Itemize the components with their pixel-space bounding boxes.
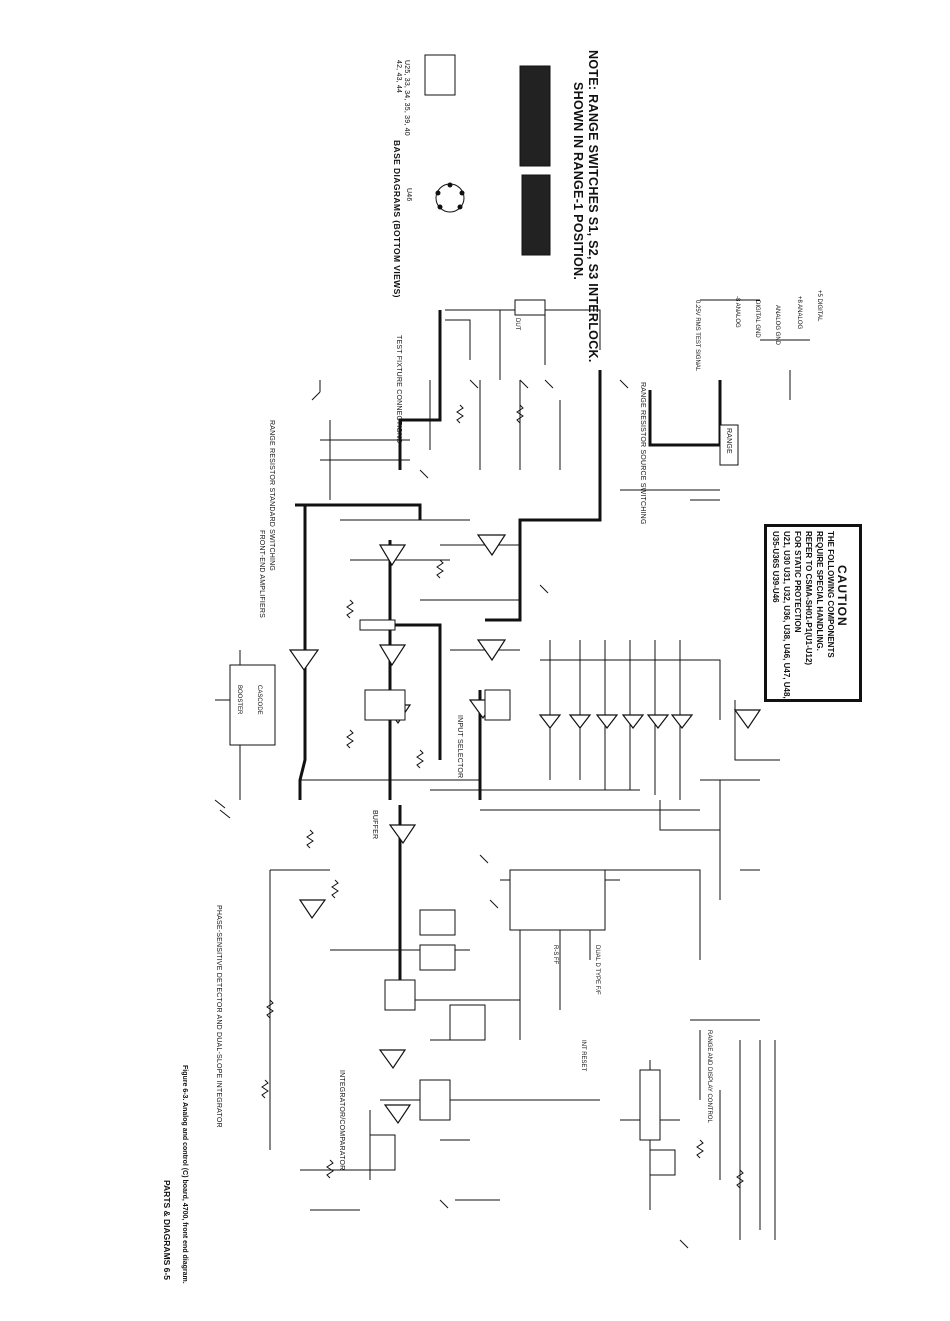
base-ic-list-2: 42, 43, 44 <box>395 60 402 94</box>
range-resistor-standard-label: RANGE RESISTOR STANDARD SWITCHING <box>268 420 275 572</box>
caution-line-5: U21, U30 U31, U32, U36, U38, U46, U47, U… <box>782 531 791 699</box>
caution-line-2: REQUIRE SPECIAL HANDLING. <box>815 531 824 651</box>
caution-box <box>764 524 862 702</box>
caution-line-1: THE FOLLOWING COMPONENTS <box>826 531 835 658</box>
caution-line-4: FOR STATIC PROTECTION <box>793 531 802 633</box>
digital-gnd-label: DIGITAL GND <box>754 300 760 338</box>
range-display-control-label: RANGE AND DISPLAY CONTROL <box>706 1030 712 1123</box>
note-line-2: SHOWN IN RANGE-1 POSITION. <box>571 82 585 281</box>
cascode-label: CASCODE <box>256 685 262 715</box>
analog-gnd-label: ANALOG GND <box>774 305 780 346</box>
u46-label: U46 <box>405 188 412 202</box>
plus5-digital-label: +5 DIGITAL <box>816 290 822 322</box>
minus8-analog-label: -8 ANALOG <box>734 296 740 328</box>
dut-label: DUT <box>514 318 520 331</box>
phase-detector-label: PHASE-SENSITIVE DETECTOR AND DUAL-SLOPE … <box>215 905 222 1128</box>
caution-line-6: U35-U36S U39-U46 <box>771 531 780 603</box>
base-diagrams-title: BASE DIAGRAMS (BOTTOM VIEWS) <box>392 140 402 298</box>
figure-caption: Figure 6-3. Analog and control (C) board… <box>181 1065 188 1284</box>
int-reset-label: INT RESET <box>580 1040 586 1072</box>
booster-label: BOOSTER <box>236 685 242 715</box>
input-selector-label: INPUT SELECTOR <box>456 715 463 779</box>
plus8-analog-label: +8 ANALOG <box>796 296 802 330</box>
integrator-comparator-label: INTEGRATOR/COMPARATOR <box>338 1070 345 1171</box>
rs-ff-label: R-S FF <box>552 945 558 965</box>
dual-d-ff-label: DUAL D TYPE F/F <box>594 945 600 995</box>
note-line-1: NOTE: RANGE SWITCHES S1, S2, S3 INTERLOC… <box>586 50 600 363</box>
buffer-label: BUFFER <box>371 810 378 840</box>
page-footer: PARTS & DIAGRAMS 6-5 <box>162 1180 172 1280</box>
caution-line-3: REFER TO CSMA-SH01-P1(U1-U12) <box>804 531 813 666</box>
front-end-amplifiers-label: FRONT-END AMPLIFIERS <box>258 530 265 619</box>
test-signal-label: 0.25V RMS TEST SIGNAL <box>694 300 700 372</box>
base-ic-list: U25, 33, 34, 35, 39, 40 <box>403 60 410 136</box>
range-label: RANGE <box>725 428 732 454</box>
test-fixture-label: TEST FIXTURE CONNECTIONS <box>395 335 402 444</box>
range-resistor-source-label: RANGE RESISTOR SOURCE SWITCHING <box>639 382 646 525</box>
caution-title: CAUTION <box>835 565 849 627</box>
